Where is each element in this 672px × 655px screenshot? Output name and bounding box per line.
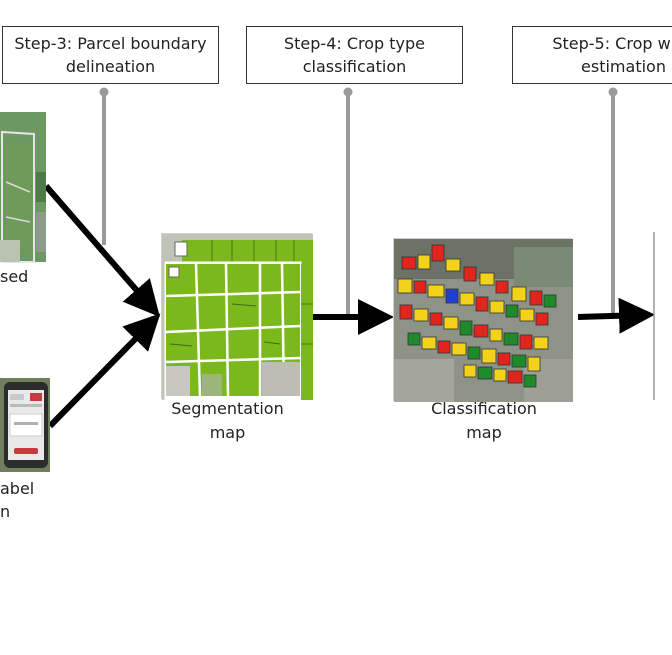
connector-layer [43, 87, 655, 429]
arrow-bottom-to-segmentation [47, 313, 161, 429]
step-4-subtitle: classification [302, 57, 407, 76]
left-top-caption: sed [0, 267, 29, 286]
segmentation-caption-line2: map [209, 423, 246, 442]
mobile-app-thumbnail [0, 378, 50, 472]
satellite-image-thumbnail [0, 112, 46, 263]
step-3-title: Step-3: Parcel boundary [14, 34, 207, 53]
step-5-connector [608, 87, 618, 316]
step-3-connector [99, 87, 109, 245]
step-3-subtitle: delineation [65, 57, 156, 76]
classification-map-image [393, 238, 573, 402]
step-5-box: Step-5: Crop w estimation [512, 26, 672, 84]
step-3-box: Step-3: Parcel boundary delineation [2, 26, 219, 84]
segmentation-map-image [161, 233, 313, 401]
arrow-top-to-segmentation [43, 184, 160, 318]
left-bottom-caption-line1: abel [0, 479, 35, 498]
classification-caption-line2: map [466, 423, 502, 442]
step-4-connector [343, 87, 353, 316]
step-4-box: Step-4: Crop type classification [246, 26, 463, 84]
step-5-subtitle: estimation [581, 57, 666, 76]
classification-caption-line1: Classification [431, 399, 537, 418]
arrow-classification-to-next [577, 297, 655, 334]
step-5-title: Step-5: Crop w [552, 34, 671, 53]
segmentation-caption-line1: Segmentation [171, 399, 284, 418]
left-bottom-caption-line2: n [0, 502, 11, 521]
step-4-title: Step-4: Crop type [283, 34, 426, 53]
